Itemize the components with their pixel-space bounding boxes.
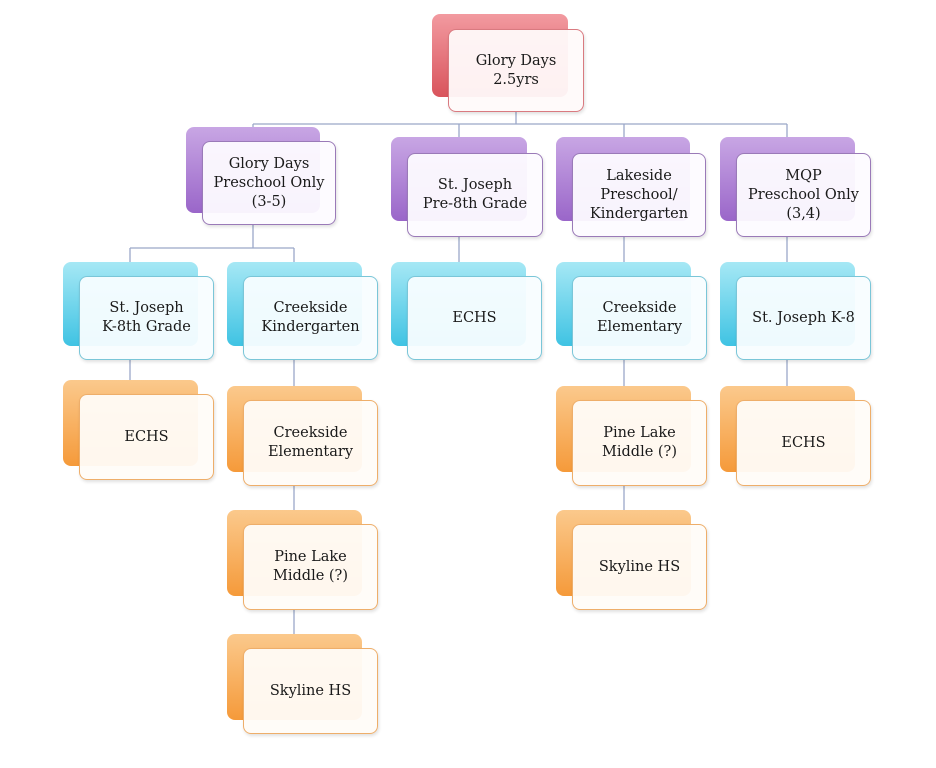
- node-label: Glory Days 2.5yrs: [475, 52, 557, 88]
- node-glory-days-preschool: Glory Days Preschool Only (3-5): [186, 127, 336, 225]
- node-skyline-hs-b: Skyline HS: [556, 510, 707, 610]
- node-st-joseph-k-8th: St. Joseph K-8th Grade: [63, 262, 214, 360]
- node-label: Skyline HS: [598, 558, 681, 575]
- node-label: Creekside Kindergarten: [261, 300, 360, 335]
- node-st-joseph-pre-8th: St. Joseph Pre-8th Grade: [391, 137, 543, 237]
- node-creekside-kindergarten: Creekside Kindergarten: [227, 262, 378, 360]
- node-label: ECHS: [452, 309, 497, 326]
- node-echs-a: ECHS: [391, 262, 542, 360]
- node-label: Creekside Elementary: [596, 300, 683, 335]
- node-echs-b: ECHS: [63, 380, 214, 480]
- node-creekside-elementary-a: Creekside Elementary: [227, 386, 378, 486]
- node-creekside-elementary-b: Creekside Elementary: [556, 262, 707, 360]
- node-label: St. Joseph K-8: [752, 309, 855, 326]
- node-lakeside-preschool: Lakeside Preschool/ Kindergarten: [556, 137, 706, 237]
- node-label: Pine Lake Middle (?): [602, 425, 677, 460]
- node-label: Creekside Elementary: [267, 425, 354, 460]
- node-pine-lake-b: Pine Lake Middle (?): [556, 386, 707, 486]
- node-label: Pine Lake Middle (?): [273, 549, 348, 584]
- node-pine-lake-a: Pine Lake Middle (?): [227, 510, 378, 610]
- node-st-joseph-k-8: St. Joseph K-8: [720, 262, 871, 360]
- node-label: St. Joseph Pre-8th Grade: [422, 177, 528, 212]
- node-label: MQP Preschool Only (3,4): [748, 167, 859, 222]
- node-label: Skyline HS: [269, 682, 352, 699]
- node-label: Glory Days Preschool Only (3-5): [213, 155, 325, 210]
- node-label: St. Joseph K-8th Grade: [102, 300, 191, 335]
- node-mqp-preschool: MQP Preschool Only (3,4): [720, 137, 871, 237]
- node-echs-c: ECHS: [720, 386, 871, 486]
- node-label: Lakeside Preschool/ Kindergarten: [589, 167, 689, 222]
- node-label: ECHS: [781, 434, 826, 451]
- node-glory-days-root: Glory Days 2.5yrs: [432, 14, 584, 112]
- node-skyline-hs-a: Skyline HS: [227, 634, 378, 734]
- node-label: ECHS: [124, 428, 169, 445]
